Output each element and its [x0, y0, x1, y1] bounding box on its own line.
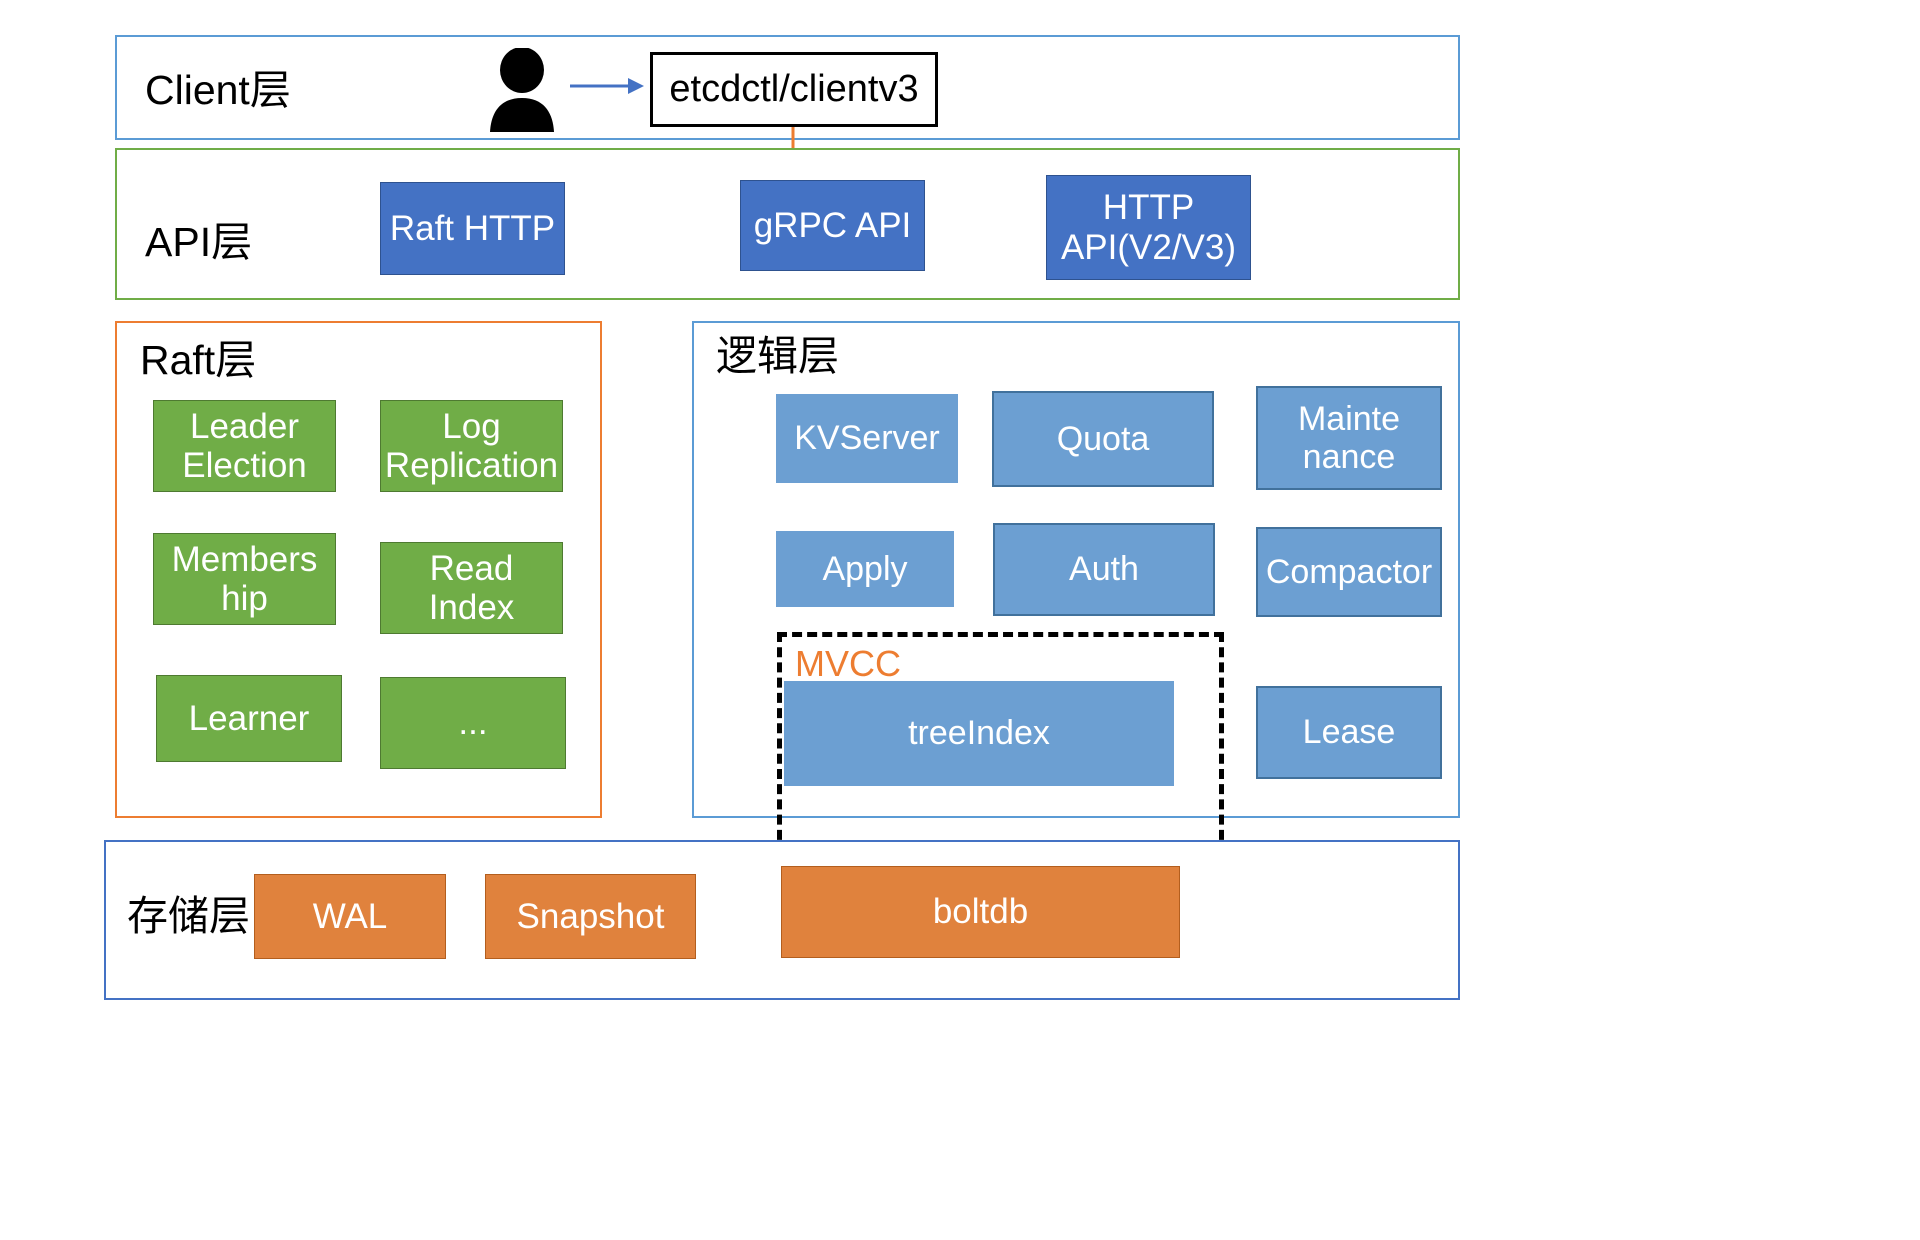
- logic-box-treeindex[interactable]: treeIndex: [784, 681, 1174, 786]
- logic-box-kvserver[interactable]: KVServer: [776, 394, 958, 483]
- logic-box-lease[interactable]: Lease: [1256, 686, 1442, 779]
- storage-layer-title: 存储层: [127, 893, 250, 939]
- logic-box-maintenance[interactable]: Mainte nance: [1256, 386, 1442, 490]
- logic-layer-title: 逻辑层: [716, 333, 839, 379]
- logic-box-quota[interactable]: Quota: [992, 391, 1214, 487]
- person-icon: [490, 48, 554, 132]
- mvcc-label: MVCC: [795, 643, 901, 684]
- api-box-raft-http[interactable]: Raft HTTP: [380, 182, 565, 275]
- etcdctl-client-box[interactable]: etcdctl/clientv3: [650, 52, 938, 127]
- storage-box-boltdb[interactable]: boltdb: [781, 866, 1180, 958]
- storage-box-snapshot[interactable]: Snapshot: [485, 874, 696, 959]
- logic-box-auth[interactable]: Auth: [993, 523, 1215, 616]
- raft-box-log-replication[interactable]: Log Replication: [380, 400, 563, 492]
- raft-box-learner[interactable]: Learner: [156, 675, 342, 762]
- api-box-grpc-api[interactable]: gRPC API: [740, 180, 925, 271]
- api-box-http-api[interactable]: HTTP API(V2/V3): [1046, 175, 1251, 280]
- raft-box-leader-election[interactable]: Leader Election: [153, 400, 336, 492]
- raft-layer-title: Raft层: [140, 337, 257, 383]
- raft-box-membership[interactable]: Members hip: [153, 533, 336, 625]
- logic-box-compactor[interactable]: Compactor: [1256, 527, 1442, 617]
- right-arrow-icon: [570, 78, 644, 94]
- api-layer-title: API层: [145, 219, 253, 265]
- client-layer-title: Client层: [145, 67, 291, 113]
- storage-box-wal[interactable]: WAL: [254, 874, 446, 959]
- raft-box-ellipsis[interactable]: ...: [380, 677, 566, 769]
- logic-box-apply[interactable]: Apply: [776, 531, 954, 607]
- raft-box-read-index[interactable]: Read Index: [380, 542, 563, 634]
